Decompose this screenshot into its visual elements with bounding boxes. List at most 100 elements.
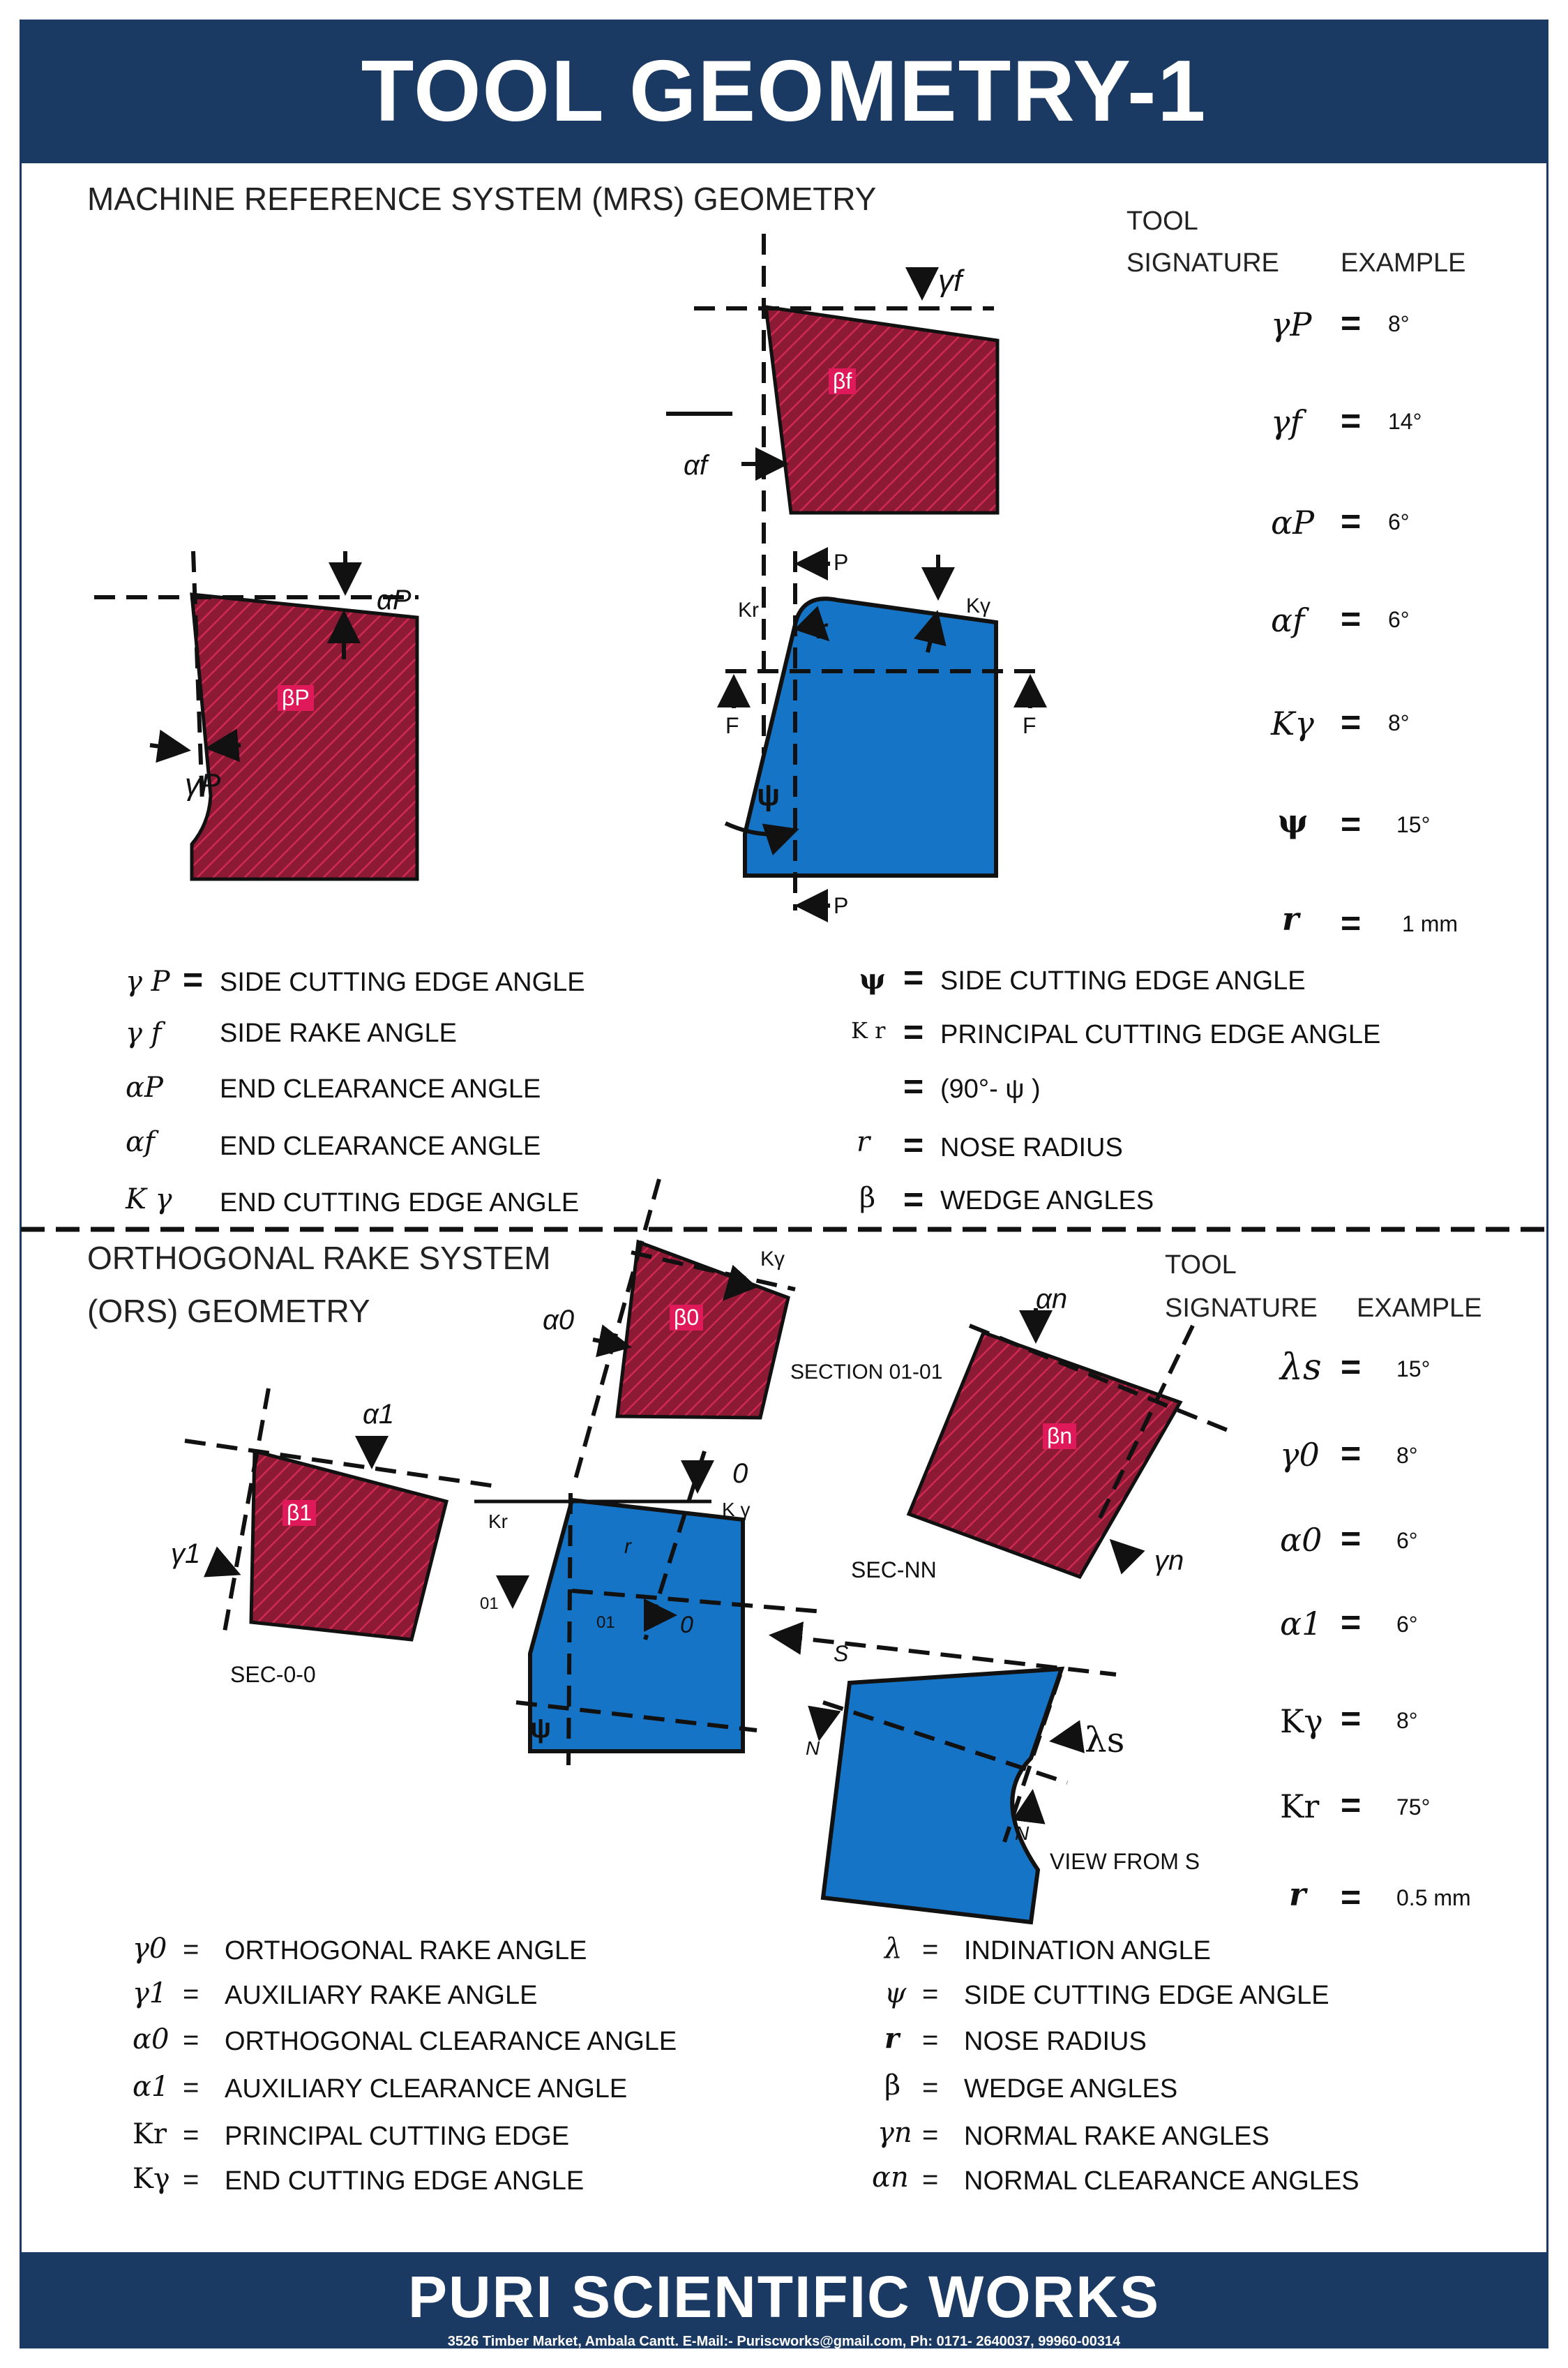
ors-sig-sym: Kγ (1280, 1702, 1323, 1740)
mrs-label-psi: ψ (757, 778, 781, 812)
ors-label-kgamma: Kγ (760, 1247, 785, 1271)
mrs-wedge-betaf (764, 305, 1000, 515)
ors-legend-sym: β (884, 2069, 901, 2101)
mrs-sig-head-tool: TOOL (1126, 207, 1198, 236)
ors-sig-val: 6° (1396, 1528, 1418, 1553)
equals-sign: = (922, 2120, 939, 2150)
mrs-legend-sym: r (857, 1126, 870, 1158)
ors-label-sec-00: SEC-0-0 (230, 1662, 316, 1687)
mrs-legend-sym: K γ (126, 1183, 172, 1215)
mrs-legend-text: SIDE RAKE ANGLE (220, 1019, 458, 1048)
mrs-sig-val: 6° (1388, 509, 1410, 534)
mrs-sig-eq: = (1341, 304, 1362, 343)
ors-legend-text: WEDGE ANGLES (964, 2074, 1178, 2104)
ors-legend-text: NORMAL RAKE ANGLES (964, 2122, 1269, 2151)
ors-sig-val: 8° (1396, 1708, 1418, 1733)
mrs-label-f-left: F (725, 713, 739, 738)
mrs-label-gamma-f: γf (938, 264, 963, 298)
mrs-sig-sym: Kγ (1271, 705, 1314, 742)
mrs-sig-val: 14° (1388, 409, 1422, 434)
equals-sign: = (903, 1067, 924, 1106)
ors-label-alpha-n: αn (1036, 1284, 1068, 1314)
equals-sign: = (183, 2072, 199, 2103)
ors-legend-text: AUXILIARY CLEARANCE ANGLE (225, 2074, 628, 2104)
mrs-sig-eq: = (1341, 804, 1362, 844)
ors-label-zero: 0 (732, 1458, 748, 1489)
ors-legend-sym: α0 (133, 2023, 169, 2055)
mrs-dash-v-left (191, 550, 204, 803)
mrs-legend-text: END CUTTING EDGE ANGLE (220, 1188, 580, 1217)
equals-sign: = (922, 2025, 939, 2055)
mrs-sig-head-signature: SIGNATURE (1126, 248, 1279, 278)
mrs-legend-text: END CLEARANCE ANGLE (220, 1074, 541, 1104)
mrs-sig-sym: r (1282, 900, 1299, 938)
equals-sign: = (903, 1180, 924, 1219)
ors-legend-sym: γn (877, 2117, 912, 2149)
mrs-label-f-right: F (1023, 713, 1036, 738)
mrs-legend-sym: γ f (126, 1017, 162, 1049)
ors-label-n2: N (1015, 1822, 1030, 1844)
mrs-beta-p-tag: βP (278, 685, 314, 711)
ors-legend-text: END CUTTING EDGE ANGLE (225, 2166, 585, 2196)
mrs-label-p-bottom: P (834, 893, 849, 918)
mrs-label-kgamma: Kγ (966, 594, 991, 617)
ors-beta-1-tag: β1 (282, 1500, 317, 1526)
mrs-label-alpha-p: αP (377, 585, 412, 615)
equals-sign: = (903, 958, 924, 997)
ors-sig-head-tool: TOOL (1165, 1250, 1237, 1280)
ors-label-view-from-s: VIEW FROM S (1050, 1849, 1200, 1874)
equals-sign: = (922, 1979, 939, 2009)
mrs-sig-sym: γf (1271, 403, 1302, 441)
ors-legend-text: SIDE CUTTING EDGE ANGLE (964, 1981, 1329, 2010)
mrs-sig-sym: αP (1271, 504, 1315, 541)
ors-label-s: S (834, 1641, 849, 1666)
mrs-section-title: MACHINE REFERENCE SYSTEM (MRS) GEOMETRY (87, 181, 877, 217)
ors-legend-text: PRINCIPAL CUTTING EDGE (225, 2122, 570, 2151)
mrs-legend-sym: β (859, 1182, 876, 1214)
ors-label-kr: Kr (488, 1511, 508, 1532)
company-address: 3526 Timber Market, Ambala Cantt. E-Mail… (447, 2334, 1121, 2349)
mrs-sig-val: 1 mm (1402, 911, 1458, 936)
ors-legend-text: NORMAL CLEARANCE ANGLES (964, 2166, 1359, 2196)
ors-label-o1: 01 (480, 1594, 499, 1613)
ors-label-alpha-0: α0 (543, 1305, 575, 1335)
mrs-legend-text: SIDE CUTTING EDGE ANGLE (220, 968, 585, 997)
ors-sig-val: 75° (1396, 1794, 1431, 1820)
ors-legend-sym: λ (884, 1933, 903, 1965)
mrs-sig-head-example: EXAMPLE (1341, 248, 1466, 278)
equals-sign: = (903, 1012, 924, 1051)
mrs-sig-val: 15° (1396, 812, 1431, 837)
ors-sig-sym: α0 (1280, 1521, 1322, 1559)
mrs-label-gamma-p: γP (185, 767, 221, 802)
equals-sign: = (903, 1125, 924, 1164)
ors-legend-sym: Kγ (133, 2163, 170, 2195)
ors-section-title-2: (ORS) GEOMETRY (87, 1293, 370, 1329)
mrs-legend-sym: K r (851, 1017, 886, 1044)
ors-legend-text: ORTHOGONAL RAKE ANGLE (225, 1936, 587, 1965)
ors-sig-val: 15° (1396, 1356, 1431, 1381)
equals-sign: = (922, 1934, 939, 1965)
ors-legend-text: AUXILIARY RAKE ANGLE (225, 1981, 538, 2010)
ors-sig-val: 8° (1396, 1443, 1418, 1468)
mrs-wedge-betaP (190, 592, 419, 881)
equals-sign: = (183, 1979, 199, 2009)
ors-label-alpha-1: α1 (363, 1399, 395, 1430)
mrs-label-p-top: P (834, 550, 849, 575)
mrs-sig-eq: = (1341, 904, 1362, 943)
equals-sign: = (183, 2025, 199, 2055)
ors-sig-eq: = (1341, 1785, 1362, 1824)
ors-sig-eq: = (1341, 1519, 1362, 1558)
ors-label-gamma-n: γn (1154, 1545, 1184, 1576)
mrs-legend-text: END CLEARANCE ANGLE (220, 1132, 541, 1161)
ors-sig-head-example: EXAMPLE (1357, 1294, 1482, 1323)
ors-view-from-s (820, 1666, 1065, 1925)
mrs-sig-val: 8° (1388, 710, 1410, 735)
mrs-legend-sym: γ P (126, 966, 170, 998)
mrs-sig-sym: ψ (1278, 802, 1309, 840)
ors-label-gamma-1: γ1 (171, 1538, 201, 1569)
ors-label-r: r (624, 1535, 631, 1558)
equals-sign: = (183, 2120, 199, 2150)
ors-sig-eq: = (1341, 1699, 1362, 1738)
mrs-legend-text: (90°- ψ ) (940, 1074, 1041, 1104)
mrs-label-alpha-f: αf (684, 450, 707, 481)
